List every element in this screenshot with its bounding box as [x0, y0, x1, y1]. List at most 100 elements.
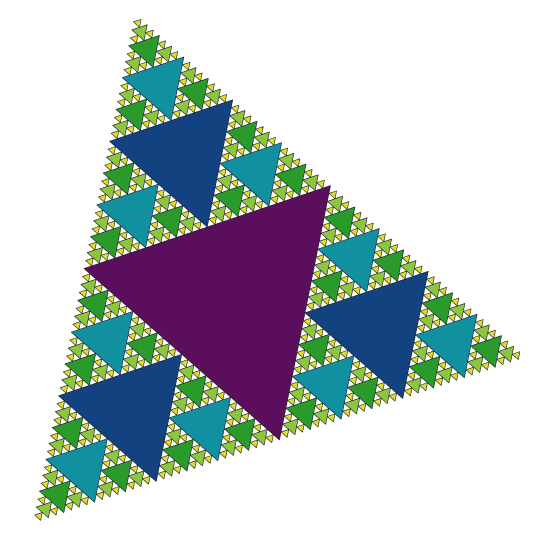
sierpinski-triangle-level-6	[204, 380, 213, 390]
sierpinski-triangle-level-6	[157, 114, 166, 124]
sierpinski-triangle-level-6	[146, 236, 156, 246]
sierpinski-triangle-level-6	[81, 347, 90, 357]
sierpinski-triangle-level-6	[206, 83, 215, 92]
sierpinski-triangle-level-6	[132, 93, 141, 102]
sierpinski-triangle-level-6	[398, 270, 408, 280]
sierpinski-triangle-level-6	[138, 61, 148, 71]
sierpinski-triangle-level-6	[179, 433, 188, 443]
sierpinski-triangle-level-6	[287, 397, 296, 406]
sierpinski-triangle-level-6	[144, 104, 154, 113]
sierpinski-triangle-level-6	[425, 350, 435, 360]
sierpinski-triangle-level-6	[353, 212, 362, 221]
sierpinski-triangle-level-6	[426, 276, 435, 285]
sierpinski-triangle-level-6	[304, 169, 313, 178]
sierpinski-triangle-level-6	[118, 305, 128, 315]
sierpinski-triangle-level-6	[325, 206, 334, 216]
sierpinski-triangle-level-6	[82, 273, 91, 283]
sierpinski-triangle-level-6	[120, 82, 129, 92]
sierpinski-triangle-level-6	[253, 423, 262, 433]
sierpinski-triangle-level-6	[90, 374, 99, 384]
sierpinski-triangle-level-6	[127, 332, 137, 341]
sierpinski-triangle-level-6	[160, 454, 170, 464]
sierpinski-triangle-level-6	[299, 333, 309, 343]
sierpinski-triangle-level-6	[93, 358, 103, 368]
sierpinski-triangle-level-6	[129, 465, 139, 474]
sierpinski-triangle-level-6	[110, 130, 120, 139]
sierpinski-triangle-level-6	[43, 464, 53, 473]
sierpinski-triangle-level-6	[496, 356, 505, 366]
sierpinski-triangle-level-6	[203, 455, 213, 464]
sierpinski-triangle-level-6	[167, 422, 176, 432]
sierpinski-triangle-level-6	[218, 94, 227, 103]
sierpinski-triangle-level-6	[203, 99, 212, 108]
sierpinski-triangle-level-6	[98, 194, 107, 203]
sierpinski-triangle-level-6	[302, 392, 311, 401]
sierpinski-triangle-level-6	[99, 475, 108, 485]
sierpinski-triangle-level-6	[239, 205, 248, 215]
sierpinski-triangle-level-6	[168, 199, 177, 209]
sierpinski-triangle-level-6	[349, 227, 359, 237]
sierpinski-triangle-level-6	[413, 339, 422, 349]
sierpinski-triangle-level-6	[62, 368, 72, 378]
sierpinski-triangle-level-6	[419, 308, 429, 317]
sierpinski-triangle-level-6	[142, 475, 151, 485]
sierpinski-triangle-level-6	[136, 358, 146, 368]
sierpinski-triangle-level-6	[126, 50, 136, 60]
sierpinski-triangle-level-6	[117, 98, 126, 108]
sierpinski-triangle-level-6	[126, 481, 136, 490]
sierpinski-triangle-level-6	[438, 361, 447, 370]
sierpinski-triangle-level-6	[296, 423, 305, 433]
sierpinski-triangle-level-6	[117, 454, 126, 463]
sierpinski-triangle-level-6	[100, 252, 109, 262]
sierpinski-triangle-level-6	[487, 329, 496, 339]
sierpinski-triangle-level-6	[404, 387, 413, 397]
sierpinski-triangle-level-6	[126, 125, 135, 134]
sierpinski-triangle-level-6	[311, 418, 320, 428]
sierpinski-triangle-level-6	[373, 398, 382, 407]
sierpinski-triangle-level-6	[283, 413, 293, 422]
sierpinski-triangle-level-6	[345, 392, 354, 402]
sierpinski-triangle-level-6	[157, 470, 166, 480]
sierpinski-triangle-level-6	[270, 195, 279, 204]
sierpinski-triangle-level-6	[106, 369, 115, 378]
sierpinski-triangle-level-6	[475, 319, 484, 328]
sierpinski-triangle-level-6	[175, 93, 184, 103]
sierpinski-triangle-level-6	[321, 296, 331, 306]
sierpinski-triangle-level-6	[410, 355, 419, 365]
sierpinski-triangle-level-6	[223, 210, 233, 220]
sierpinski-triangle-level-6	[216, 391, 225, 401]
sierpinski-triangle-level-6	[56, 475, 65, 484]
sierpinski-triangle-level-6	[208, 216, 217, 225]
sierpinski-triangle-level-6	[511, 351, 521, 360]
sierpinski-triangle-level-6	[107, 220, 116, 230]
sierpinski-triangle-level-6	[374, 249, 383, 258]
sierpinski-triangle-level-6	[230, 179, 239, 188]
sierpinski-triangle-level-6	[236, 147, 245, 156]
sierpinski-triangle-level-6	[167, 348, 176, 358]
sierpinski-triangle-level-6	[300, 185, 310, 194]
sierpinski-triangle-level-6	[291, 158, 301, 167]
sierpinski-triangle-level-6	[59, 384, 69, 394]
sierpinski-triangle-level-6	[85, 257, 94, 267]
sierpinski-triangle-level-6	[315, 328, 324, 338]
sierpinski-triangle-level-6	[188, 460, 197, 469]
sierpinski-triangle-level-6	[328, 190, 337, 200]
sierpinski-triangle-level-6	[290, 381, 299, 390]
sierpinski-triangle-level-6	[316, 179, 325, 189]
sierpinski-triangle-level-6	[314, 402, 324, 412]
sierpinski-triangle-level-6	[351, 360, 361, 370]
sierpinski-triangle-level-6	[352, 286, 361, 295]
sierpinski-triangle-level-6	[243, 115, 252, 125]
sierpinski-triangle-level-6	[40, 480, 49, 489]
sierpinski-triangle-level-6	[388, 392, 397, 402]
sierpinski-triangle-level-6	[365, 222, 374, 232]
sierpinski-triangle-level-6	[113, 114, 123, 124]
sierpinski-triangle-level-6	[230, 104, 240, 114]
sierpinski-triangle-level-6	[187, 104, 197, 114]
sierpinski-triangle-level-6	[214, 184, 224, 193]
sierpinski-triangle-level-6	[173, 391, 182, 400]
sierpinski-triangle-level-6	[463, 308, 472, 318]
sierpinski-triangle-level-6	[348, 376, 358, 386]
sierpinski-triangle-level-6	[179, 359, 189, 368]
sierpinski-triangle-level-6	[56, 400, 65, 410]
